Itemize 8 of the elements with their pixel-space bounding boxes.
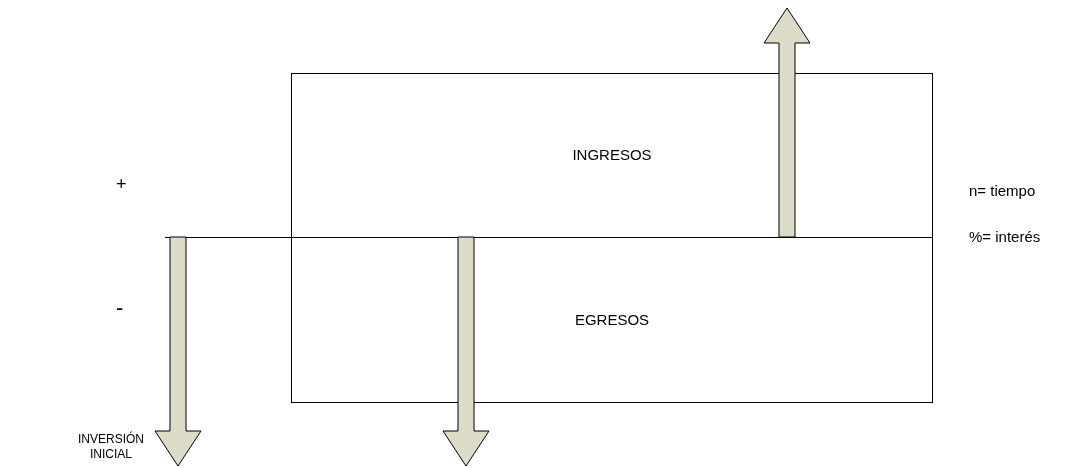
- flow-box: [291, 237, 933, 403]
- box-label: EGRESOS: [574, 309, 650, 330]
- sign-label: +: [116, 173, 127, 196]
- box-label: INGRESOS: [572, 145, 652, 166]
- legend-note: %= interés: [969, 227, 1041, 247]
- legend-note: n= tiempo: [969, 181, 1036, 201]
- sign-label: -: [116, 294, 124, 322]
- arrow-caption: INVERSIÓN INICIAL: [77, 432, 145, 462]
